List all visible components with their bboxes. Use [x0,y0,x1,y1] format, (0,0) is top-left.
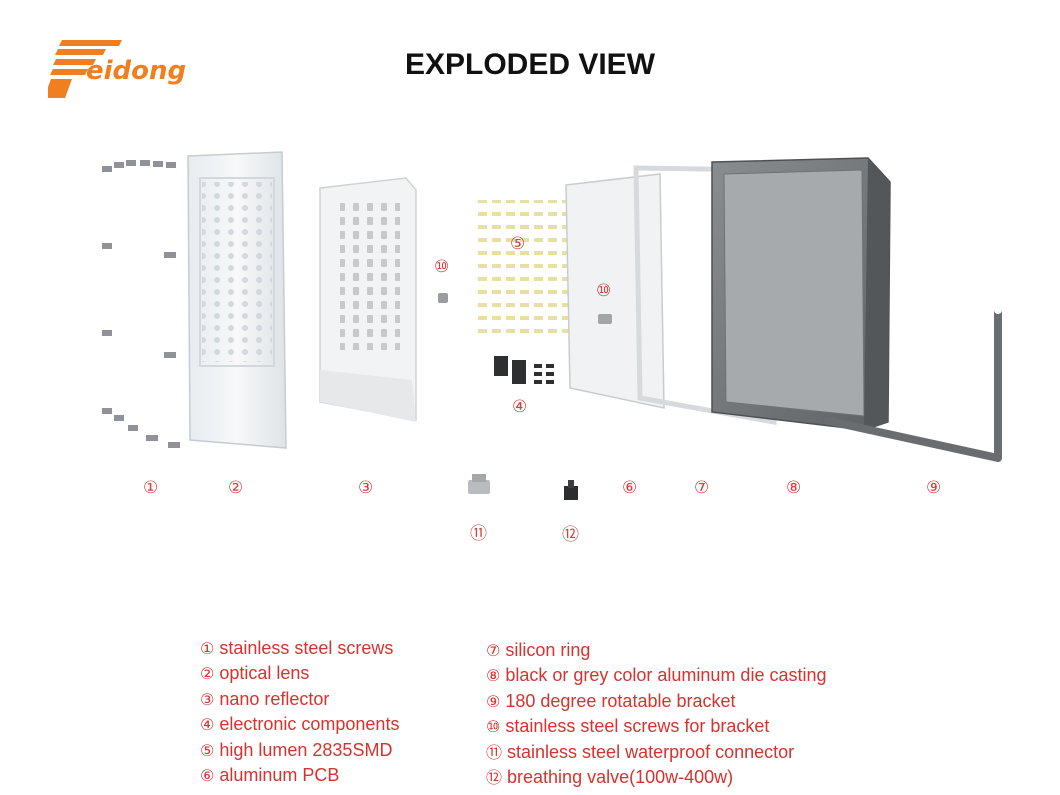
marker-11: ⑪ [470,524,487,544]
electronic-components [494,356,554,384]
bracket [823,306,1002,462]
marker-5: ⑤ [510,234,526,254]
marker-9: ⑨ [926,478,942,498]
page-title: EXPLODED VIEW [404,48,656,81]
marker-7: ⑦ [694,478,710,498]
feidong-logo [48,40,122,98]
marker-2: ② [228,478,244,498]
waterproof-connector [468,474,490,494]
marker-10a: ⑩ [434,257,450,277]
marker-4: ④ [512,397,528,417]
marker-8: ⑧ [786,478,802,498]
marker-1: ① [143,478,159,498]
optical-lens [187,151,287,449]
marker-12: ⑫ [562,525,579,545]
marker-3: ③ [358,478,374,498]
nano-reflector [319,177,417,422]
breathing-valve [564,480,578,500]
housing [711,157,891,431]
marker-6: ⑥ [622,478,638,498]
exploded-diagram [102,151,1002,500]
screws-group [102,160,180,448]
led-array [474,200,574,340]
aluminum-pcb [565,173,665,409]
marker-10b: ⑩ [596,281,612,301]
logo-wordmark: eidong [86,56,187,86]
